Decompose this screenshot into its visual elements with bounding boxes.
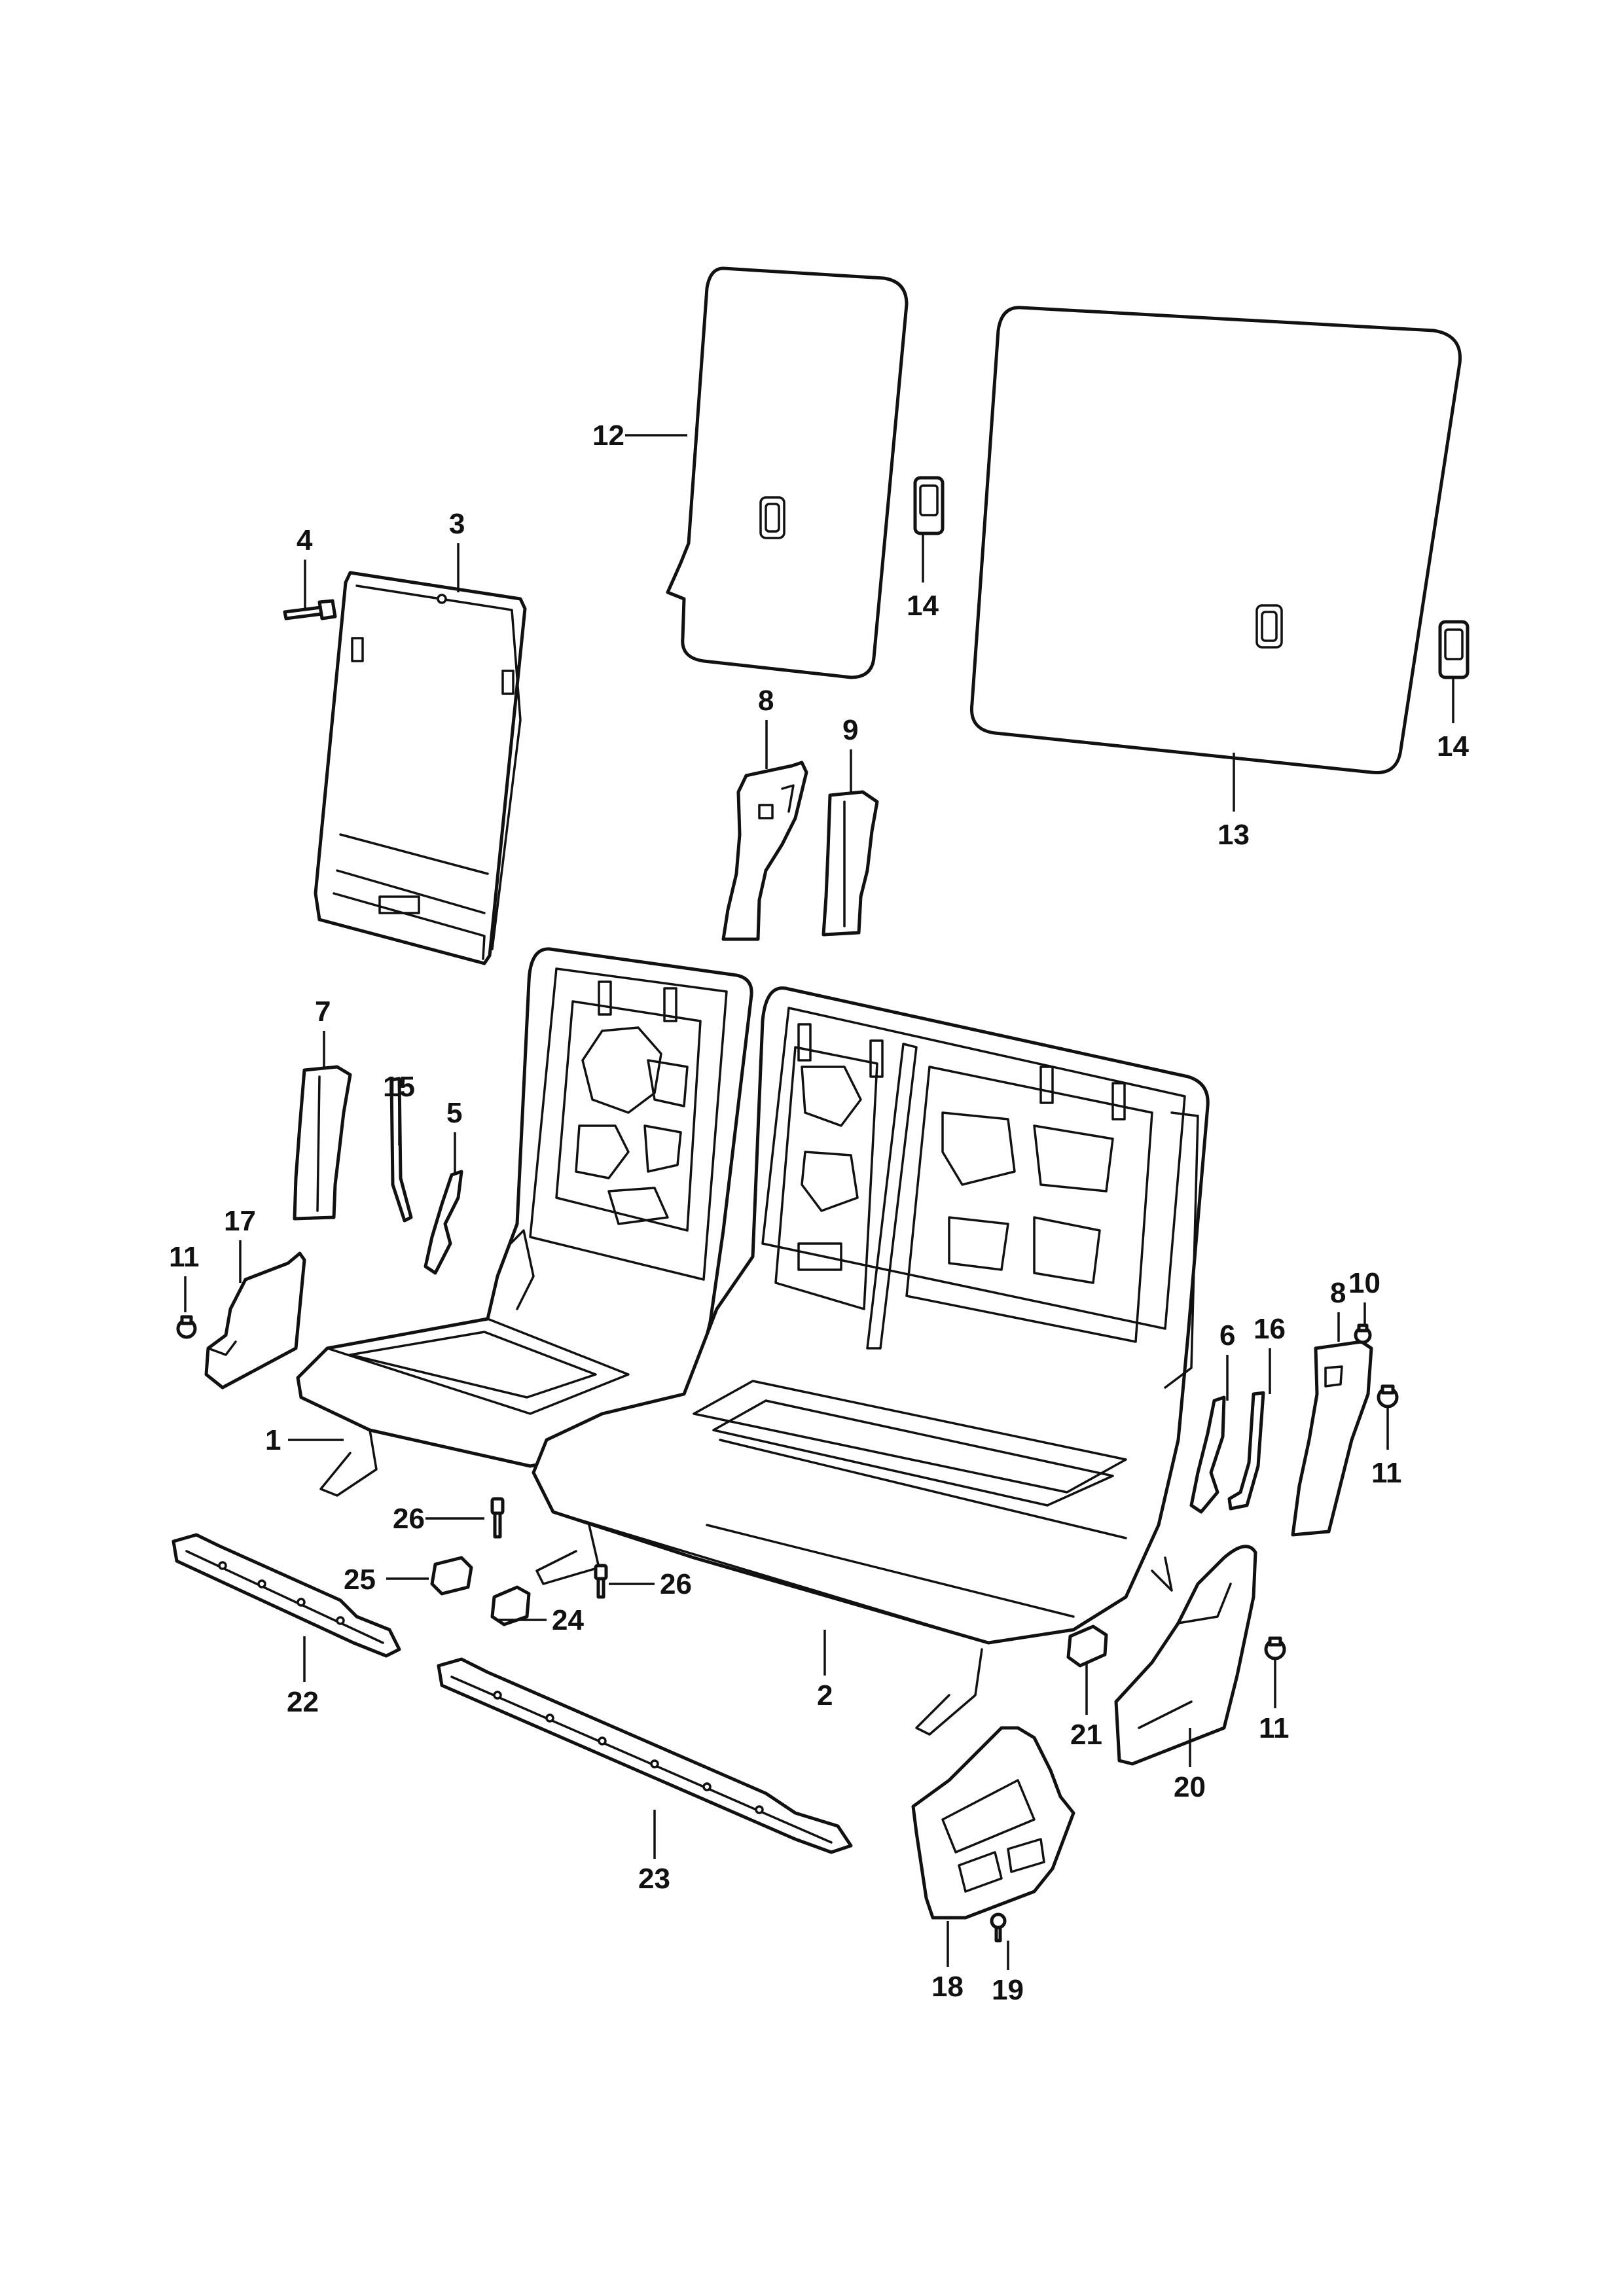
callout-18: 18 (931, 1971, 964, 2003)
part-25-cap (430, 1556, 473, 1596)
callout-1: 1 (265, 1424, 281, 1456)
callout-10: 10 (1348, 1267, 1380, 1299)
part-13-backrest-panel-large (969, 306, 1462, 775)
callout-17: 17 (224, 1205, 256, 1237)
leader-lines (184, 434, 1454, 1970)
part-16-rod (1227, 1391, 1265, 1511)
callout-25: 25 (344, 1564, 376, 1596)
part-17-side-cover (204, 1251, 306, 1390)
part-9-trim-cover (821, 790, 879, 937)
part-1-single-seat (296, 947, 753, 1497)
callout-labels: 12 3 4 14 14 13 8 9 7 15 5 17 11 1 26 25… (169, 420, 1469, 2006)
callout-16: 16 (1254, 1313, 1286, 1345)
part-12-backrest-panel-small (666, 266, 909, 679)
part-11-fastener-right-lower (1264, 1636, 1286, 1660)
callout-19: 19 (992, 1974, 1024, 2006)
callout-14a: 14 (907, 590, 939, 622)
part-18-side-panel (911, 1726, 1075, 1920)
part-3-backrest-frame (314, 571, 527, 965)
callout-7: 7 (315, 996, 331, 1028)
callout-15: 15 (383, 1071, 415, 1103)
part-26-screw-a (490, 1497, 505, 1539)
callout-6: 6 (1219, 1319, 1235, 1352)
part-8-trim-upper (721, 761, 808, 941)
part-11-fastener-left (176, 1315, 197, 1339)
part-11-fastener-right-upper (1377, 1384, 1399, 1408)
callout-4: 4 (297, 524, 313, 556)
part-22-rail (171, 1533, 401, 1658)
part-7-trim-cover (293, 1065, 352, 1221)
callout-14b: 14 (1437, 730, 1469, 762)
callout-5: 5 (446, 1097, 462, 1129)
part-24-cap (490, 1585, 531, 1626)
callout-12: 12 (592, 420, 624, 452)
part-10-fastener (1354, 1323, 1372, 1344)
callout-8a: 8 (758, 685, 774, 717)
callout-26b: 26 (660, 1568, 692, 1600)
callout-8b: 8 (1330, 1277, 1346, 1309)
callout-11b: 11 (1371, 1457, 1402, 1489)
part-5-bracket (424, 1170, 463, 1275)
part-21-clip (1066, 1624, 1108, 1668)
callout-9: 9 (842, 714, 858, 746)
callout-21: 21 (1070, 1719, 1102, 1751)
part-2-double-seat (532, 986, 1210, 1736)
part-14-clip-a (913, 476, 945, 535)
part-6-bracket (1189, 1395, 1226, 1514)
callout-11c: 11 (1259, 1712, 1290, 1744)
part-4-bolt (283, 599, 337, 620)
part-19-screw (990, 1912, 1007, 1943)
callout-26a: 26 (393, 1503, 425, 1535)
callout-22: 22 (287, 1686, 319, 1718)
callout-2: 2 (817, 1679, 833, 1712)
callout-3: 3 (449, 508, 465, 540)
part-8-trim-right (1291, 1340, 1373, 1537)
callout-13: 13 (1218, 819, 1250, 851)
part-14-clip-b (1438, 620, 1470, 679)
part-15-rod (389, 1077, 413, 1223)
callout-24: 24 (552, 1604, 584, 1636)
part-26-screw-b (594, 1564, 608, 1599)
callout-20: 20 (1174, 1771, 1206, 1803)
part-20-side-trim (1114, 1545, 1257, 1766)
callout-23: 23 (638, 1863, 670, 1895)
callout-11a: 11 (169, 1241, 200, 1273)
part-23-rail (437, 1657, 853, 1854)
